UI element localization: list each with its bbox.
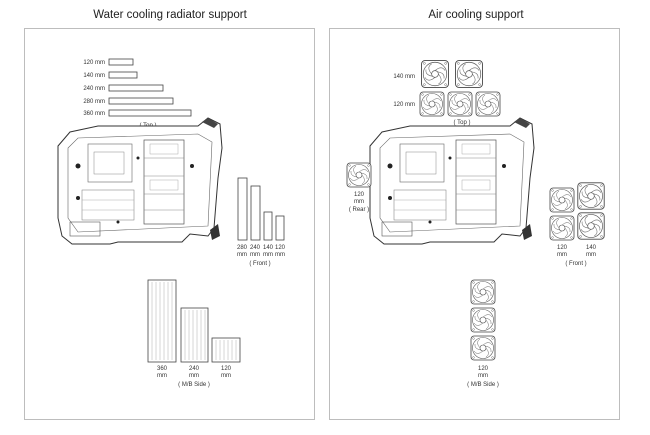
water-front-size-120: 120 [275, 245, 286, 251]
water-top-size-240: 240 mm [83, 86, 105, 92]
air-top-caption: ( Top ) [454, 120, 471, 126]
air-front-unit-2: mm [586, 252, 596, 258]
air-mb-unit: mm [478, 373, 488, 379]
air-rear-caption: ( Rear ) [349, 207, 369, 213]
water-mb-side-radiators: 360 240 120 mm mm mm ( M/B Side ) [147, 279, 241, 388]
air-front-size-120: 120 [557, 245, 568, 251]
air-front-caption: ( Front ) [565, 261, 586, 267]
fan-120-front-1 [549, 187, 575, 213]
radiator-120-top [108, 58, 134, 66]
air-top-fans: 140 mm 120 mm ( Top ) [393, 60, 501, 126]
water-cooling-title: Water cooling radiator support [93, 9, 247, 21]
water-front-size-280: 280 [237, 245, 248, 251]
water-mb-caption: ( M/B Side ) [178, 382, 210, 388]
air-top-size-120: 120 mm [393, 102, 415, 108]
fan-120-top-3 [475, 91, 501, 117]
fan-120-front-2 [549, 215, 575, 241]
water-mb-unit-3: mm [221, 373, 231, 379]
fan-120-top-2 [447, 91, 473, 117]
fan-120-mb-side-1 [470, 279, 496, 305]
water-case-chassis [57, 117, 223, 245]
fan-140-front-1 [577, 182, 605, 210]
air-front-size-140: 140 [586, 245, 597, 251]
fan-140-top-2 [455, 60, 483, 88]
water-top-size-140: 140 mm [83, 73, 105, 79]
radiator-240-front [250, 185, 261, 241]
radiator-240-mb-side [180, 307, 209, 363]
water-front-unit-4: mm [275, 252, 285, 258]
fan-120-rear [346, 162, 372, 188]
water-mb-unit-2: mm [189, 373, 199, 379]
water-mb-size-360: 360 [157, 366, 168, 372]
air-mb-caption: ( M/B Side ) [467, 382, 499, 388]
radiator-240-top [108, 84, 164, 92]
water-top-size-360: 360 mm [83, 111, 105, 117]
water-mb-size-120: 120 [221, 366, 232, 372]
air-cooling-title: Air cooling support [428, 9, 524, 21]
air-front-unit-1: mm [557, 252, 567, 258]
fan-120-mb-side-2 [470, 307, 496, 333]
radiator-120-front [275, 215, 285, 241]
radiator-280-top [108, 97, 174, 105]
air-rear-unit: mm [354, 199, 364, 205]
air-rear-size: 120 [354, 192, 365, 198]
water-front-size-240: 240 [250, 245, 261, 251]
fan-140-front-2 [577, 212, 605, 240]
water-front-size-140: 140 [263, 245, 274, 251]
fan-120-top-1 [419, 91, 445, 117]
air-mb-size: 120 [478, 366, 489, 372]
water-top-size-120: 120 mm [83, 60, 105, 66]
water-top-radiators: 120 mm 140 mm 240 mm 280 mm 360 mm ( Top… [83, 58, 192, 129]
water-mb-unit-1: mm [157, 373, 167, 379]
water-front-unit-3: mm [263, 252, 273, 258]
radiator-140-top [108, 71, 138, 79]
air-case-chassis [369, 117, 535, 245]
air-front-fans: 120 140 mm mm ( Front ) [549, 182, 605, 267]
radiator-120-mb-side [211, 337, 241, 363]
water-front-radiators: 280 240 140 120 mm mm mm mm ( Front ) [237, 177, 286, 267]
water-front-unit-2: mm [250, 252, 260, 258]
fan-140-top-1 [421, 60, 449, 88]
fan-120-mb-side-3 [470, 335, 496, 361]
radiator-360-top [108, 109, 192, 117]
water-top-size-280: 280 mm [83, 99, 105, 105]
air-rear-fan: 120 mm ( Rear ) [346, 162, 372, 213]
radiator-140-front [263, 211, 273, 241]
air-top-size-140: 140 mm [393, 74, 415, 80]
water-front-caption: ( Front ) [249, 261, 270, 267]
radiator-360-mb-side [147, 279, 177, 363]
water-mb-size-240: 240 [189, 366, 200, 372]
radiator-280-front [237, 177, 248, 241]
air-mb-side-fans: 120 mm ( M/B Side ) [467, 279, 499, 388]
water-front-unit-1: mm [237, 252, 247, 258]
